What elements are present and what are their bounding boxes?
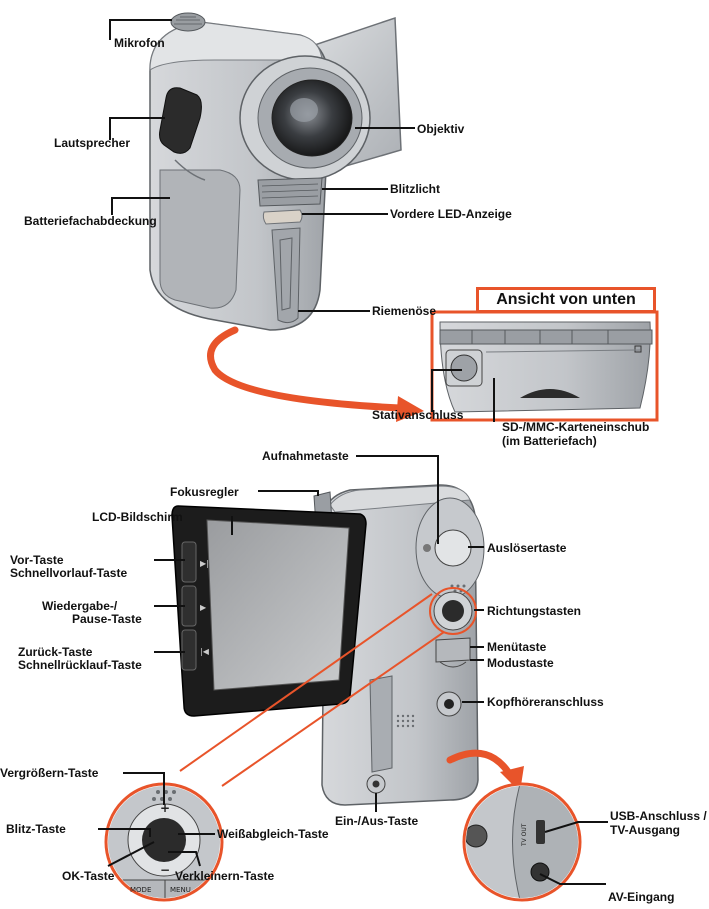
mode-print: MODE [130,886,151,894]
callout-lines [98,19,608,885]
label-richtung: Richtungstasten [487,604,582,618]
label-verkleinern: Verkleinern-Taste [175,869,275,883]
label-lcd: LCD-Bildschirm [92,510,183,524]
label-zurueck2: Schnellrücklauf-Taste [18,658,142,672]
top-camcorder [149,12,402,331]
svg-text:|◀: |◀ [200,647,210,656]
plus-print: + [160,801,170,815]
label-wieder2: Pause-Taste [72,612,142,626]
label-blitzlicht: Blitzlicht [390,182,440,196]
label-fokus: Fokusregler [170,485,239,499]
label-vor1: Vor-Taste [10,553,64,567]
main-camcorder [313,484,485,806]
label-batteriefach: Batteriefachabdeckung [24,214,157,228]
label-menue: Menütaste [487,640,547,654]
label-objektiv: Objektiv [417,122,465,136]
label-aufnahme: Aufnahmetaste [262,449,349,463]
label-vergroessern: Vergrößern-Taste [0,766,99,780]
label-ausloeser: Auslösertaste [487,541,567,555]
minus-print: − [160,863,170,877]
label-usb1: USB-Anschluss / [610,809,707,823]
label-lautsprecher: Lautsprecher [54,136,131,150]
label-einaus: Ein-/Aus-Taste [335,814,419,828]
label-usb2: TV-Ausgang [610,823,681,837]
label-led: Vordere LED-Anzeige [390,207,512,221]
label-stativ: Stativanschluss [372,408,464,422]
label-sd2: (im Batteriefach) [502,434,597,448]
label-kopfhoerer: Kopfhöreranschluss [487,695,604,709]
lcd-panel: ▶| ▶ |◀ [171,505,367,717]
label-wieder1: Wiedergabe-/ [42,599,118,613]
label-ok: OK-Taste [62,869,115,883]
label-zurueck1: Zurück-Taste [18,645,93,659]
label-vor2: Schnellvorlauf-Taste [10,566,128,580]
label-av: AV-Eingang [608,890,675,904]
label-mikrofon: Mikrofon [114,36,165,50]
menu-print: MENU [170,886,191,894]
label-blitz: Blitz-Taste [6,822,66,836]
ports-zoom [462,782,582,902]
svg-text:▶: ▶ [200,603,207,612]
label-weiss: Weißabgleich-Taste [217,827,329,841]
svg-text:▶|: ▶| [200,559,209,568]
bottom-view-title: Ansicht von unten [476,287,656,313]
bottom-view-camera [439,321,653,413]
tvout-print: TV OUT [521,823,528,847]
label-riemen: Riemenöse [372,304,437,318]
label-modus: Modustaste [487,656,554,670]
label-sd1: SD-/MMC-Karteneinschub [502,420,650,434]
